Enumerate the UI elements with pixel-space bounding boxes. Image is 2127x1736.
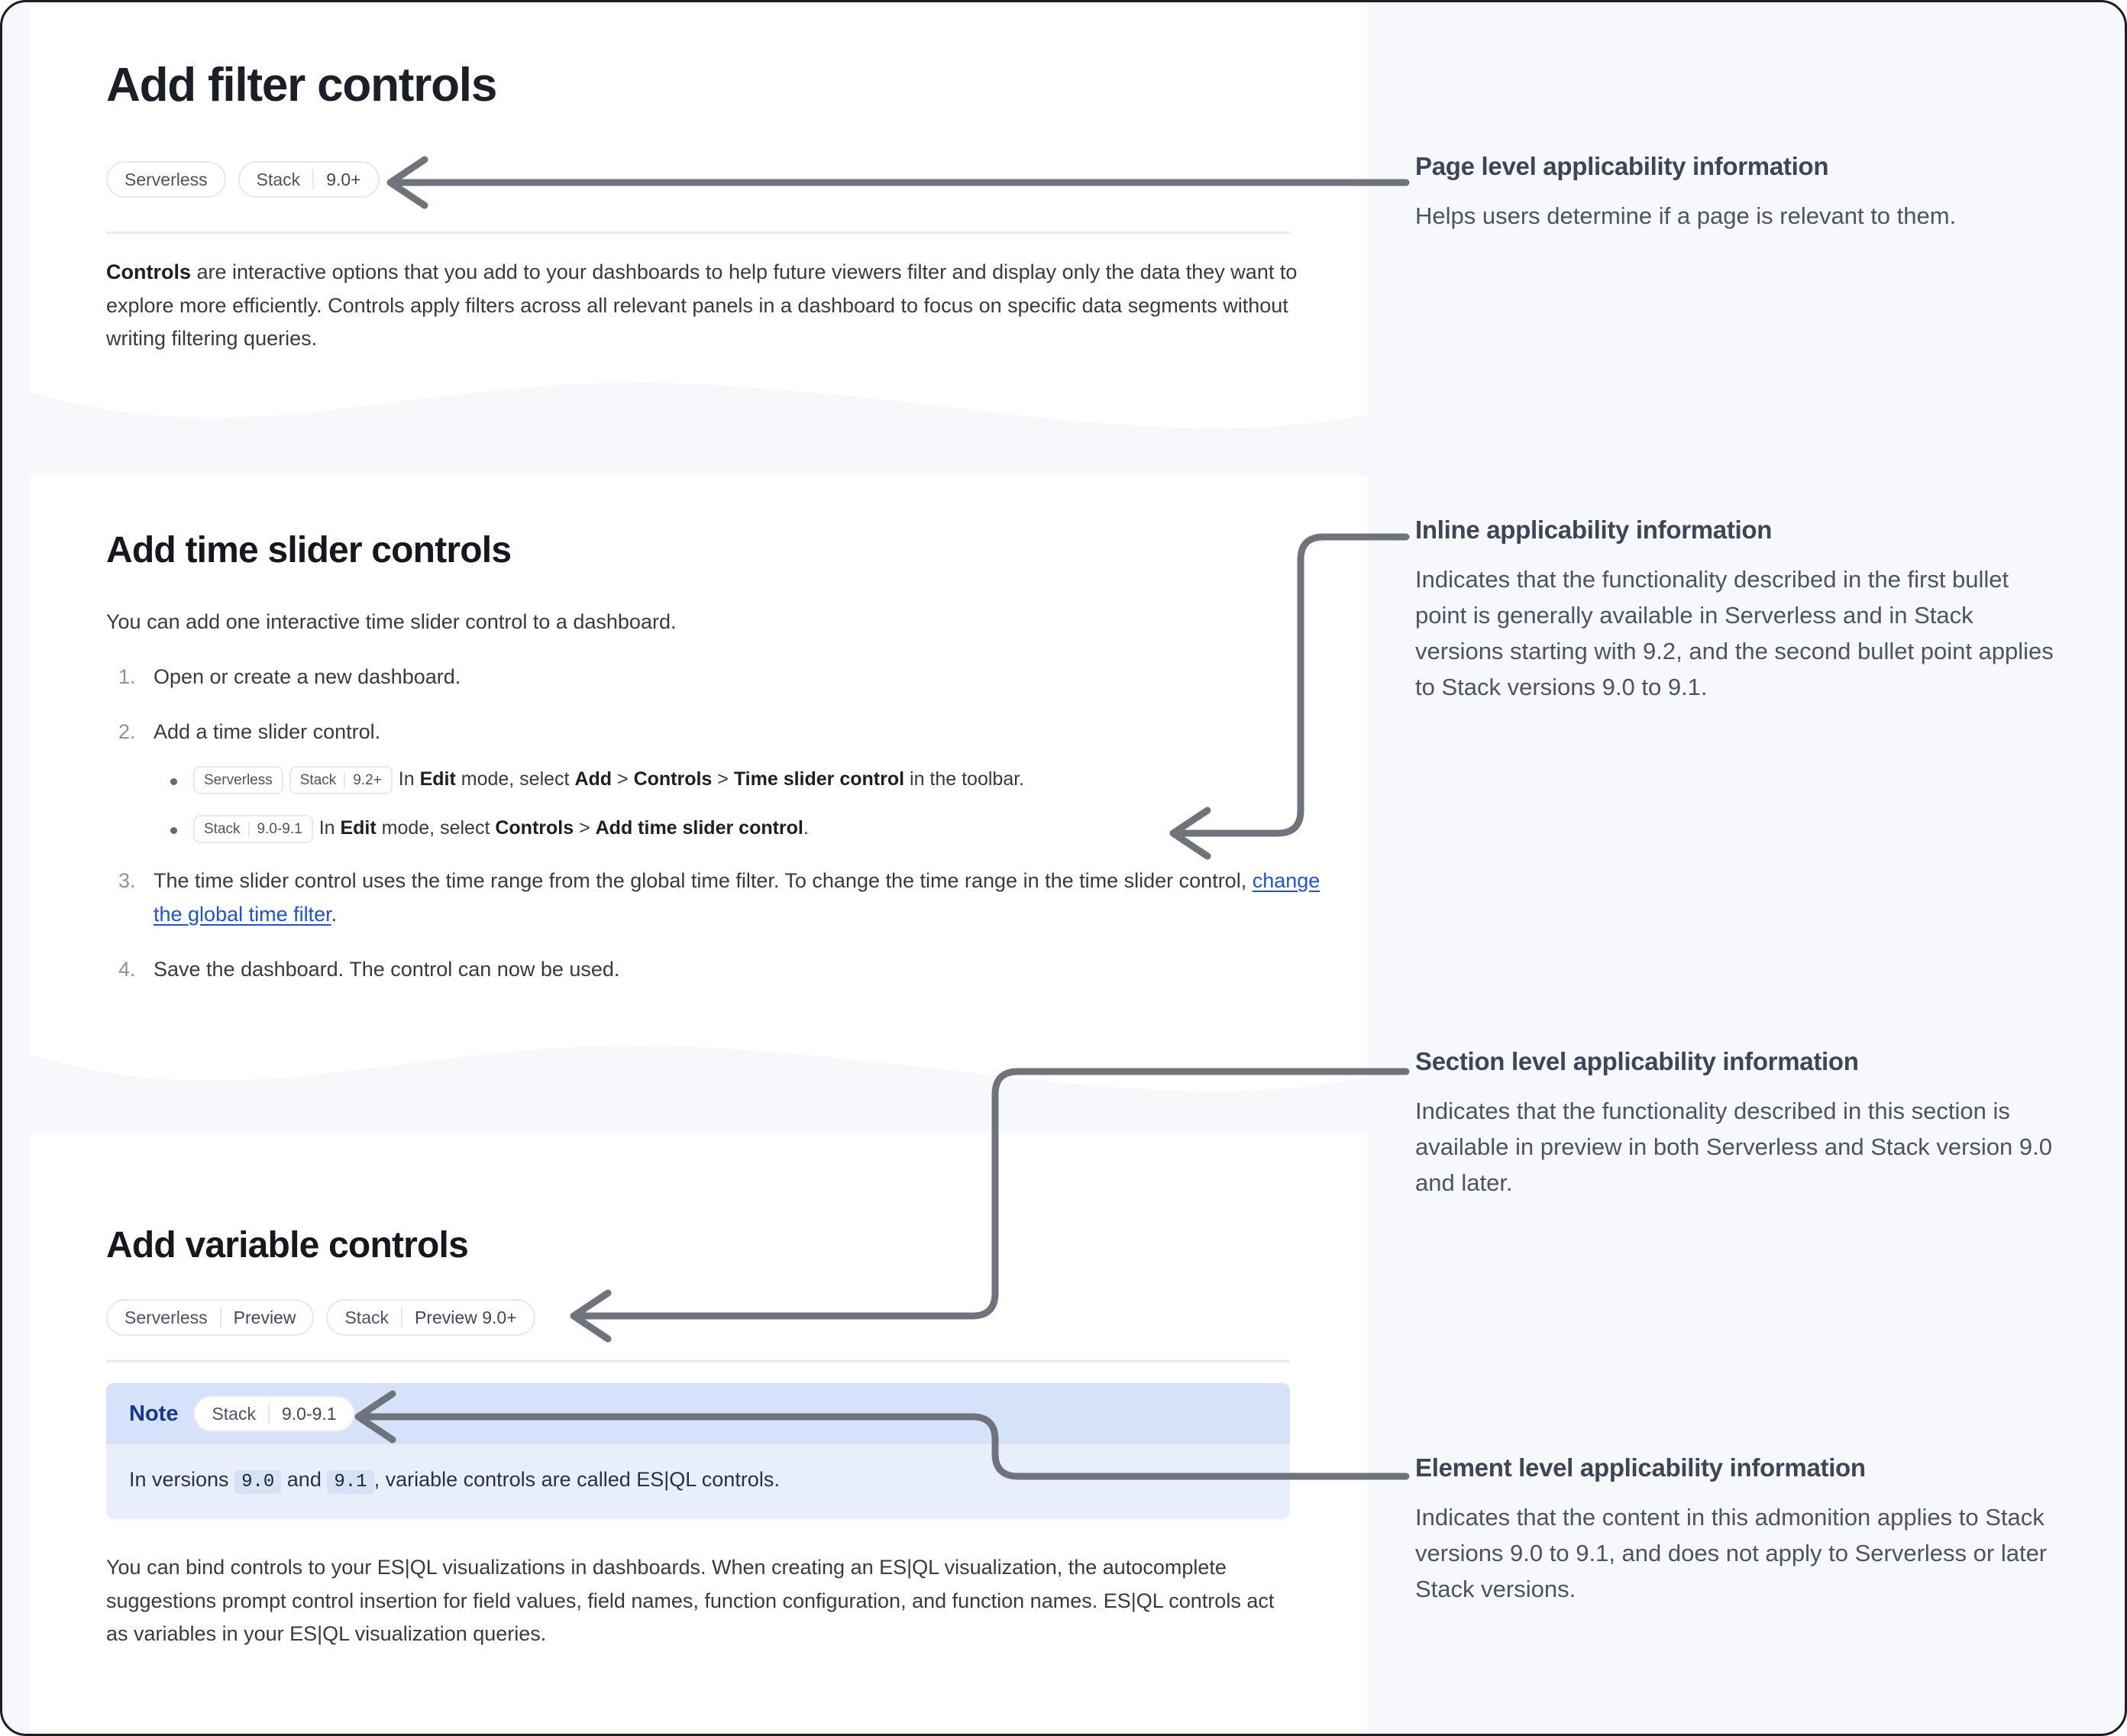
- badge-stack-inline[interactable]: Stack 9.0-9.1: [193, 815, 313, 844]
- section-applicability-badges: Serverless Preview Stack Preview 9.0+: [106, 1299, 535, 1336]
- list-item: Save the dashboard. The control can now …: [118, 953, 1328, 987]
- badge-lifecycle: Serverless: [204, 771, 273, 788]
- list-item: The time slider control uses the time ra…: [118, 865, 1328, 931]
- badge-version: 9.0-9.1: [257, 820, 302, 837]
- time-slider-substeps: Serverless Stack 9.2+ In Edit mode, sele…: [154, 765, 1328, 844]
- badge-lifecycle: Stack: [212, 1403, 256, 1424]
- annotation-inline: Inline applicability information Indicat…: [1415, 516, 2057, 705]
- documentation-column: Add filter controls Serverless Stack 9.0…: [30, 2, 1368, 1734]
- note-admonition: Note Stack 9.0-9.1 In versions 9.0 and 9…: [106, 1383, 1290, 1519]
- time-slider-intro: You can add one interactive time slider …: [106, 610, 677, 633]
- text-run-bold: Edit: [340, 817, 377, 839]
- annotation-body: Helps users determine if a page is relev…: [1415, 202, 1957, 229]
- badge-stack-preview[interactable]: Stack Preview 9.0+: [326, 1299, 535, 1336]
- badge-stack-note[interactable]: Stack 9.0-9.1: [193, 1395, 355, 1432]
- annotation-title: Section level applicability information: [1415, 1047, 1859, 1075]
- text-run-bold: Time slider control: [733, 768, 905, 790]
- text-run: .: [803, 817, 809, 839]
- note-body: In versions 9.0 and 9.1, variable contro…: [106, 1444, 1290, 1519]
- intro-lead: Controls: [106, 260, 191, 283]
- badge-separator: [267, 1404, 270, 1424]
- list-item: Serverless Stack 9.2+ In Edit mode, sele…: [170, 765, 1328, 795]
- time-slider-steps: Open or create a new dashboard. Add a ti…: [106, 661, 1328, 986]
- badge-lifecycle: Stack: [344, 1307, 389, 1327]
- badge-lifecycle: Stack: [256, 169, 301, 189]
- annotation-title: Element level applicability information: [1415, 1453, 1866, 1482]
- annotation-title: Inline applicability information: [1415, 516, 1773, 544]
- badge-lifecycle: Stack: [204, 820, 241, 837]
- badge-lifecycle: Serverless: [124, 169, 208, 189]
- annotation-page-level: Page level applicability information Hel…: [1415, 152, 2057, 234]
- list-item: Stack 9.0-9.1 In Edit mode, select Contr…: [170, 814, 1328, 844]
- annotation-title: Page level applicability information: [1415, 152, 1829, 180]
- badge-separator: [344, 772, 346, 788]
- list-item: Open or create a new dashboard.: [118, 661, 1328, 694]
- section-title-variable: Add variable controls: [106, 1225, 469, 1266]
- annotation-section-level: Section level applicability information …: [1415, 1047, 2057, 1201]
- note-label: Note: [129, 1401, 179, 1426]
- text-run-bold: Controls: [633, 768, 713, 790]
- text-run-bold: Edit: [419, 768, 456, 790]
- badge-separator: [219, 1308, 221, 1327]
- annotation-element-level: Element level applicability information …: [1415, 1453, 2057, 1607]
- substep-text: In Edit mode, select Add > Controls > Ti…: [399, 768, 1024, 790]
- step-text-tail: .: [331, 902, 338, 926]
- badge-serverless-inline[interactable]: Serverless: [193, 766, 283, 795]
- code-span-version-90: 9.0: [234, 1470, 282, 1494]
- variable-section-paragraph: You can bind controls to your ES|QL visu…: [106, 1556, 1275, 1646]
- page-title: Add filter controls: [106, 59, 497, 112]
- intro-rest: are interactive options that you add to …: [106, 260, 1298, 351]
- annotation-body: Indicates that the content in this admon…: [1415, 1504, 2048, 1603]
- text-run: In: [318, 817, 341, 839]
- intro-paragraph: Controls are interactive options that yo…: [106, 256, 1320, 356]
- text-run: in the toolbar.: [904, 768, 1025, 790]
- annotation-body: Indicates that the functionality describ…: [1415, 566, 2054, 701]
- text-run-bold: Add: [574, 768, 613, 790]
- text-run: and: [281, 1468, 328, 1491]
- text-run: mode, select: [376, 817, 496, 839]
- text-run: In: [398, 768, 420, 790]
- text-run: , variable controls are called ES|QL con…: [373, 1468, 780, 1491]
- badge-separator: [401, 1308, 402, 1327]
- note-header: Note Stack 9.0-9.1: [106, 1383, 1290, 1444]
- badge-serverless[interactable]: Serverless: [106, 161, 226, 198]
- page-applicability-badges: Serverless Stack 9.0+: [106, 161, 380, 198]
- badge-version: Preview 9.0+: [415, 1307, 517, 1327]
- substep-text: In Edit mode, select Controls > Add time…: [319, 817, 809, 839]
- text-run: In versions: [129, 1468, 235, 1491]
- time-slider-steps-wrapper: Open or create a new dashboard. Add a ti…: [106, 661, 1328, 1007]
- annotation-body: Indicates that the functionality describ…: [1415, 1098, 2053, 1197]
- global-time-filter-link[interactable]: change the global time filter: [154, 869, 1320, 926]
- badge-stack[interactable]: Stack 9.0+: [238, 161, 380, 198]
- step-text: Open or create a new dashboard.: [154, 665, 461, 688]
- badge-version: 9.0-9.1: [281, 1403, 337, 1424]
- list-item: Add a time slider control. Serverless St…: [118, 716, 1328, 844]
- step-text: Add a time slider control.: [154, 719, 381, 743]
- text-run-bold: Add time slider control: [595, 817, 803, 839]
- step-text: Save the dashboard. The control can now …: [154, 957, 620, 981]
- text-run-bold: Controls: [495, 817, 574, 839]
- title-divider: [106, 231, 1290, 234]
- badge-lifecycle: Serverless: [124, 1307, 208, 1327]
- code-span-version-91: 9.1: [327, 1470, 374, 1494]
- badge-version: 9.0+: [326, 169, 361, 189]
- badge-separator: [247, 821, 250, 837]
- badge-version: Preview: [233, 1307, 296, 1327]
- badge-separator: [312, 170, 315, 189]
- section-divider: [106, 1360, 1290, 1363]
- badge-stack-inline[interactable]: Stack 9.2+: [289, 766, 393, 795]
- text-run: >: [612, 768, 634, 790]
- text-run: >: [712, 768, 734, 790]
- text-run: >: [574, 817, 596, 839]
- badge-version: 9.2+: [353, 771, 382, 788]
- badge-lifecycle: Stack: [299, 771, 337, 788]
- badge-serverless-preview[interactable]: Serverless Preview: [106, 1299, 315, 1336]
- text-run: mode, select: [455, 768, 575, 790]
- step-text: The time slider control uses the time ra…: [154, 869, 1253, 893]
- section-title-time-slider: Add time slider controls: [106, 530, 512, 571]
